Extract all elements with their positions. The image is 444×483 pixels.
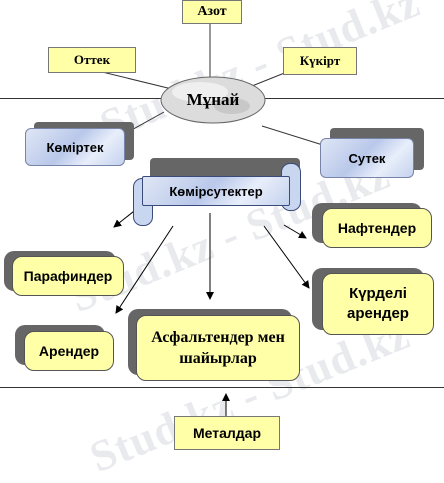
bottom-divider-line <box>0 387 444 388</box>
center-node-munai: Мұнай <box>186 90 240 109</box>
node-komirsutekter: Көмірсутектер <box>142 176 290 206</box>
node-azot: Азот <box>182 0 242 24</box>
node-kurdeli-arender: Күрделі арендер <box>322 273 434 335</box>
node-komirtek: Көміртек <box>25 128 125 166</box>
node-kukirt: Күкірт <box>283 47 357 75</box>
node-asfaltender: Асфальтендер мен шайырлар <box>136 315 300 381</box>
node-naftender: Нафтендер <box>322 208 432 248</box>
node-parafinder: Парафиндер <box>12 256 124 296</box>
node-metaldar: Металдар <box>174 416 280 450</box>
node-ottek: Оттек <box>48 47 136 73</box>
connector-arrows <box>93 24 327 416</box>
node-arender: Арендер <box>24 331 114 371</box>
node-sutek: Сутек <box>320 138 414 178</box>
